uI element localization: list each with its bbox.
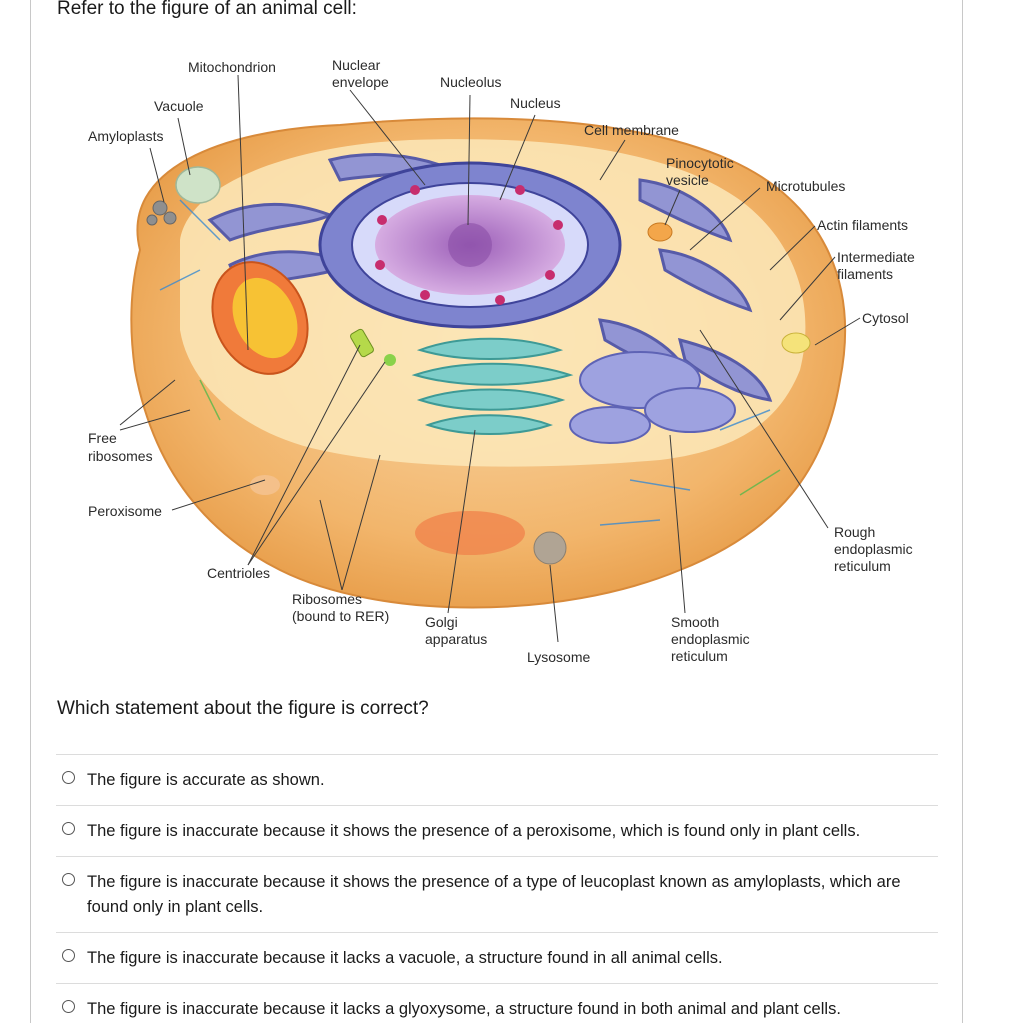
centriole-shape: [350, 328, 374, 358]
radio-button[interactable]: [62, 1000, 75, 1013]
label-centrioles: Centrioles: [207, 565, 270, 581]
label-ribosomes-1: Ribosomes: [292, 591, 362, 607]
label-actin: Actin filaments: [817, 217, 908, 233]
leader-lines: [119, 74, 861, 643]
answer-options: The figure is accurate as shown. The fig…: [56, 754, 938, 1034]
filaments: [159, 199, 771, 526]
answer-option-text: The figure is accurate as shown.: [87, 771, 325, 789]
answer-option-1[interactable]: The figure is accurate as shown.: [56, 754, 938, 805]
golgi-shape: [411, 337, 574, 435]
nucleus: [318, 161, 622, 329]
lysosome-shape: [533, 531, 567, 565]
figure-labels: Mitochondrion Nuclear envelope Nucleolus…: [88, 57, 915, 665]
label-cell-membrane: Cell membrane: [584, 122, 679, 138]
cell-diagram-svg: Mitochondrion Nuclear envelope Nucleolus…: [88, 57, 915, 665]
label-nucleus: Nucleus: [510, 95, 561, 111]
smooth-er: [569, 351, 736, 444]
centriole-star: [384, 354, 396, 366]
label-lysosome: Lysosome: [527, 649, 591, 665]
answer-option-text: The figure is inaccurate because it show…: [87, 822, 861, 840]
label-free-ribosomes-1: Free: [88, 430, 117, 446]
label-free-ribosomes-2: ribosomes: [88, 448, 153, 464]
label-pinocytotic-2: vesicle: [666, 172, 709, 188]
label-intermediate-1: Intermediate: [837, 249, 915, 265]
label-vacuole: Vacuole: [154, 98, 204, 114]
label-ribosomes-2: (bound to RER): [292, 608, 389, 624]
prompt-text: Refer to the figure of an animal cell:: [57, 0, 357, 19]
radio-button[interactable]: [62, 771, 75, 784]
label-smooth-er-2: endoplasmic: [671, 631, 750, 647]
vesicle-bottom: [415, 511, 525, 555]
question-text: Which statement about the figure is corr…: [57, 698, 429, 719]
green-filaments: [199, 379, 781, 496]
nucleolus: [448, 223, 492, 267]
label-microtubules: Microtubules: [766, 178, 845, 194]
label-amyloplasts: Amyloplasts: [88, 128, 163, 144]
vacuole-shape: [175, 166, 221, 204]
label-rough-er-3: reticulum: [834, 558, 891, 574]
label-golgi-2: apparatus: [425, 631, 487, 647]
answer-option-text: The figure is inaccurate because it lack…: [87, 1000, 841, 1018]
radio-button[interactable]: [62, 949, 75, 962]
label-golgi-1: Golgi: [425, 614, 458, 630]
label-smooth-er-3: reticulum: [671, 648, 728, 664]
amyloplast-shapes: [146, 200, 177, 226]
cytosol-vesicle: [781, 332, 811, 354]
label-rough-er-1: Rough: [834, 524, 875, 540]
label-cytosol: Cytosol: [862, 310, 909, 326]
label-mitochondrion: Mitochondrion: [188, 59, 276, 75]
label-pinocytotic-1: Pinocytotic: [666, 155, 734, 171]
label-rough-er-2: endoplasmic: [834, 541, 913, 557]
answer-option-3[interactable]: The figure is inaccurate because it show…: [56, 856, 938, 932]
answer-option-2[interactable]: The figure is inaccurate because it show…: [56, 805, 938, 856]
label-nucleolus: Nucleolus: [440, 74, 501, 90]
peroxisome-shape: [250, 475, 280, 495]
endoplasmic-reticulum: [207, 153, 773, 402]
label-intermediate-2: filaments: [837, 266, 893, 282]
label-peroxisome: Peroxisome: [88, 503, 162, 519]
label-nuclear-envelope-2: envelope: [332, 74, 389, 90]
mitochondrion-shape: [211, 261, 309, 375]
content-panel: [30, 0, 963, 1023]
radio-button[interactable]: [62, 822, 75, 835]
answer-option-5[interactable]: The figure is inaccurate because it lack…: [56, 983, 938, 1034]
answer-option-4[interactable]: The figure is inaccurate because it lack…: [56, 932, 938, 983]
radio-button[interactable]: [62, 873, 75, 886]
label-smooth-er-1: Smooth: [671, 614, 719, 630]
label-nuclear-envelope-1: Nuclear: [332, 57, 381, 73]
animal-cell-figure: Mitochondrion Nuclear envelope Nucleolus…: [80, 50, 940, 680]
nuclear-pores: [375, 185, 563, 305]
answer-option-text: The figure is inaccurate because it lack…: [87, 949, 723, 967]
pinocytotic-vesicle-shape: [647, 222, 673, 242]
answer-option-text: The figure is inaccurate because it show…: [87, 873, 901, 916]
